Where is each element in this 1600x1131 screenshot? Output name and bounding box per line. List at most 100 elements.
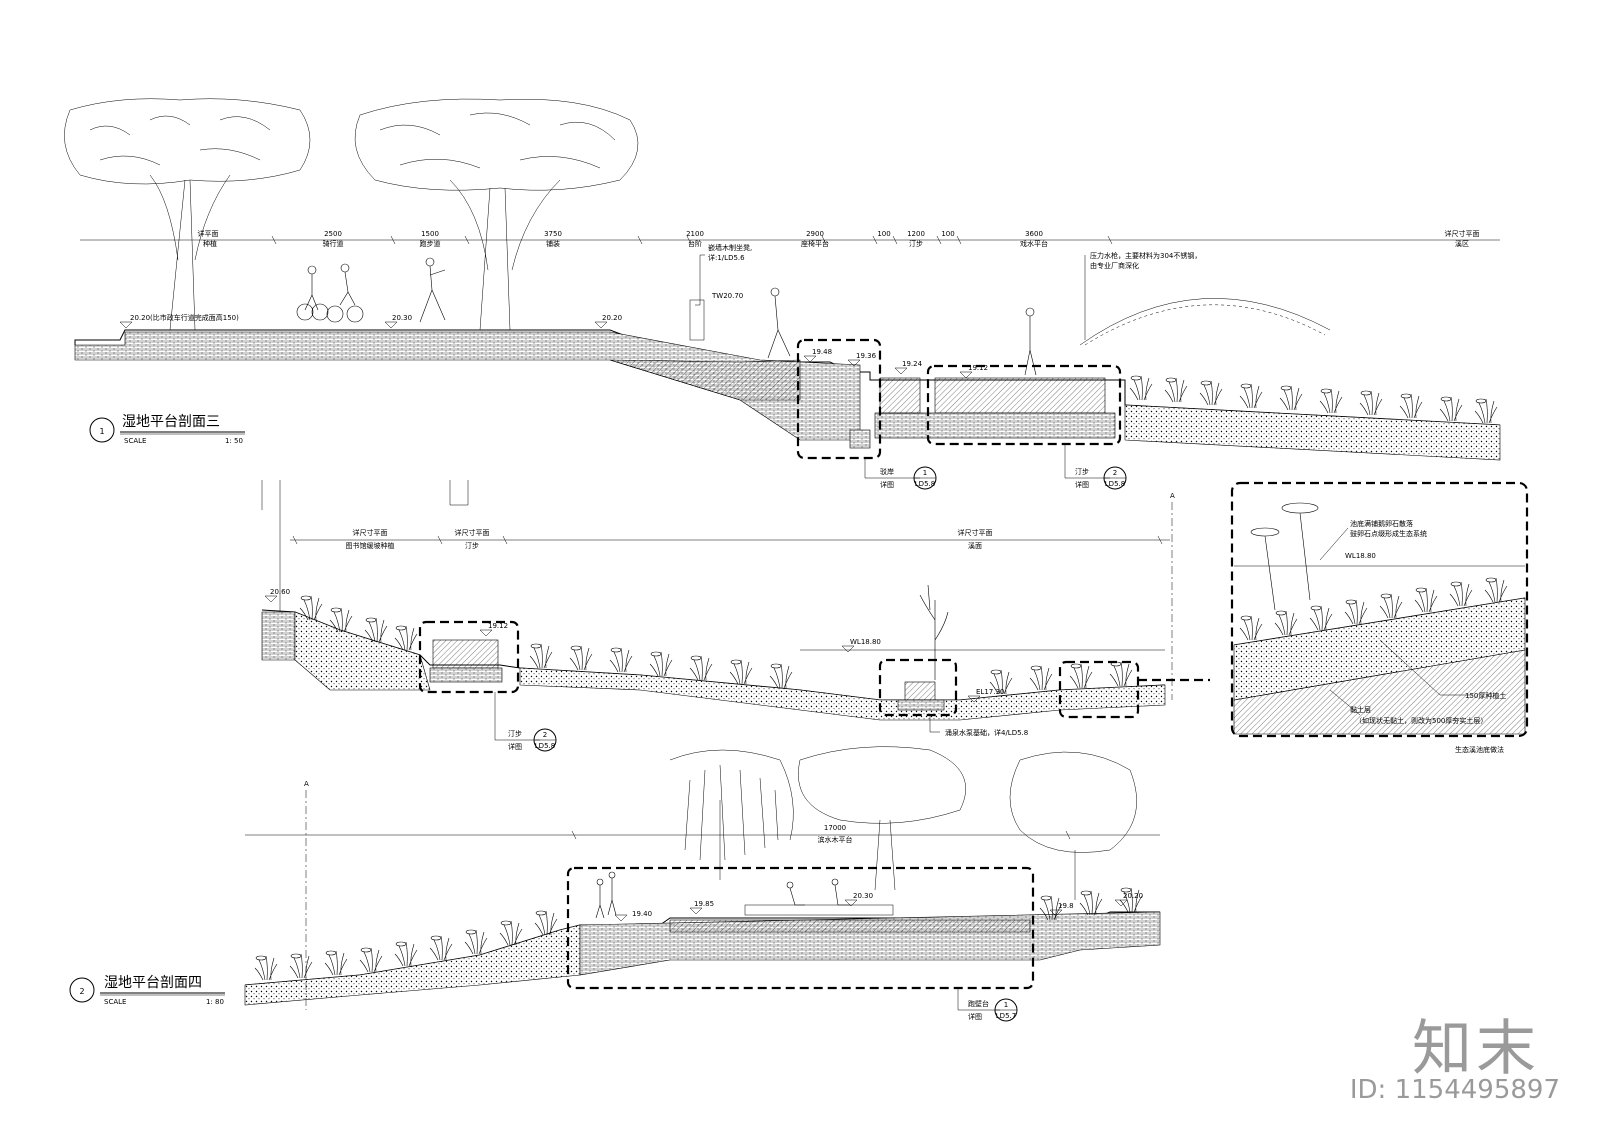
- dim-label: 台阶: [688, 239, 702, 248]
- ref-label: 详图: [968, 1012, 982, 1021]
- tree-illustration-1: [64, 98, 311, 331]
- dim-label: 汀步: [909, 240, 923, 248]
- dim-value: 17000: [824, 824, 846, 832]
- scale-label: SCALE: [104, 998, 126, 1006]
- dim-value: 100: [941, 230, 954, 238]
- pond-bed-detail: 池底满铺鹅卵石散落 鼓卵石点缀形成生态系统 WL18.80 150厚种植土 黏土…: [1230, 481, 1529, 754]
- ref-name: 驳岸: [880, 468, 894, 476]
- building-edge: [261, 480, 469, 615]
- dim-value: 2100: [686, 230, 704, 238]
- middle-plants: [299, 584, 1133, 695]
- platform-foundation: [874, 412, 1116, 439]
- pump-base: [897, 699, 945, 711]
- callout-box-pump: [878, 658, 958, 717]
- elevation-label: 19.85: [694, 900, 714, 908]
- pump-note: 涌泉水泵基础，详4/LD5.8: [945, 728, 1028, 737]
- axis-marker: A: [304, 780, 309, 788]
- watermark-brand: 知末: [1412, 1014, 1540, 1084]
- elevation-label: 19.12: [968, 364, 988, 372]
- dim-label: 滨水木平台: [818, 835, 853, 844]
- ref-sheet: LD5.8: [535, 742, 555, 750]
- dim-value: 详尺寸平面: [1445, 229, 1480, 238]
- elevation-label: 20.20: [1123, 892, 1143, 900]
- section-1-drawing: 详平面 种植 2500 骑行道 1500 跑步道 3750 铺装 2100 台阶…: [64, 98, 1501, 490]
- stepping-stone: [879, 377, 921, 414]
- section-1-soil: [1124, 404, 1501, 461]
- elevation-label: 19.24: [902, 360, 923, 368]
- elevation-label: EL17.30: [976, 688, 1004, 696]
- section-title: 湿地平台剖面四: [104, 975, 202, 991]
- ref-sheet: LD5.7: [996, 1012, 1016, 1020]
- ref-label: 详图: [508, 742, 522, 751]
- ref-name: 跑壁台: [968, 999, 989, 1008]
- dim-label-a: 详尺寸平面: [353, 528, 388, 537]
- splash-platform: [934, 377, 1106, 414]
- dim-value: 2900: [806, 230, 824, 238]
- section-2-title-block: 2 湿地平台剖面四 SCALE 1: 80: [69, 975, 225, 1006]
- dim-label-a: 详尺寸平面: [958, 528, 993, 537]
- pump-foundation: [904, 681, 936, 701]
- elevation-label: 19.40: [632, 910, 652, 918]
- middle-slope-soil: [294, 611, 431, 691]
- callout-box-mid-stepping: [418, 620, 520, 694]
- elevation-label: 20.20: [602, 314, 622, 322]
- middle-stepping-base: [429, 667, 503, 683]
- elevation-label: 20.60: [270, 588, 290, 596]
- detail-leader: [1379, 639, 1470, 696]
- ref-name: 汀步: [508, 730, 522, 738]
- section-2-drawing: 17000 滨水木平台 19.40 19.85 20.30 19.8 20.20: [69, 746, 1161, 1022]
- dim-value: 1200: [907, 230, 925, 238]
- water-jet-arc: [1079, 298, 1331, 346]
- section-number: 1: [99, 427, 104, 436]
- elevation-label: 20.30: [853, 892, 873, 900]
- ref-number: 1: [1004, 1001, 1008, 1009]
- dim-label-b: 图书馆缓坡种植: [346, 541, 395, 550]
- willow-tree-illustration: [669, 749, 794, 880]
- ref-number: 1: [923, 469, 927, 477]
- dim-label: 铺装: [546, 239, 560, 248]
- detail-caption: 生态溪池底做法: [1455, 745, 1504, 754]
- axis-marker: A: [1170, 492, 1175, 500]
- elevation-label: 19.12: [488, 622, 508, 630]
- scale-label: SCALE: [124, 437, 146, 445]
- detail-water-level: WL18.80: [1345, 552, 1376, 560]
- dim-label: 跑步道: [420, 239, 441, 248]
- dim-label: 戏水平台: [1020, 239, 1048, 248]
- section-1-fill: [609, 359, 801, 401]
- elevation-label: 20.30: [392, 314, 412, 322]
- dim-label: 溪区: [1455, 239, 1469, 248]
- water-jet-arc-inner: [1084, 304, 1326, 346]
- section-1-elevations: 20.20(比市政车行道完成面高150) 20.30 20.20 19.48 1…: [119, 313, 988, 379]
- detail-leader: [1319, 527, 1349, 561]
- dimension-ticks: [271, 235, 1113, 245]
- detail-note-1: 池底满铺鹅卵石散落: [1350, 519, 1413, 528]
- middle-elevations: 20.60 19.12 WL18.80 EL17.30: [264, 588, 1004, 703]
- elevation-label: 19.36: [856, 352, 877, 360]
- round-tree-illustration: [1009, 751, 1137, 900]
- bank-footing: [849, 429, 871, 449]
- bench-wall: [689, 299, 705, 341]
- section-title: 湿地平台剖面三: [122, 414, 220, 430]
- ref-name: 汀步: [1075, 468, 1089, 476]
- canopy-tree-illustration: [798, 746, 966, 891]
- dimension-ticks: [292, 535, 1163, 545]
- bench-note: 嵌墙木制坐凳,: [708, 243, 752, 252]
- watermark-id: ID: 1154495897: [1349, 1075, 1560, 1105]
- dim-label-a: 详尺寸平面: [455, 528, 490, 537]
- detail-leader: [1329, 689, 1361, 716]
- ref-number: 2: [1113, 469, 1117, 477]
- ref-number: 2: [543, 731, 547, 739]
- section-2-slope-soil: [244, 924, 581, 1006]
- hydrant-note-2: 由专业厂商深化: [1090, 261, 1139, 270]
- section-1-title-block: 1 湿地平台剖面三 SCALE 1: 50: [89, 414, 245, 445]
- callout-box-deck: [566, 866, 1035, 990]
- dim-value: 3600: [1025, 230, 1043, 238]
- tw-elevation: TW20.70: [711, 292, 743, 300]
- dim-value: 1500: [421, 230, 439, 238]
- middle-stream-bed: [519, 667, 1166, 721]
- detail-ref-deck: 跑壁台 详图 1 LD5.7: [957, 988, 1018, 1022]
- callout-box-stepping: [926, 364, 1122, 446]
- detail-soil-note: 150厚种植土: [1465, 691, 1506, 700]
- elevation-label: WL18.80: [850, 638, 881, 646]
